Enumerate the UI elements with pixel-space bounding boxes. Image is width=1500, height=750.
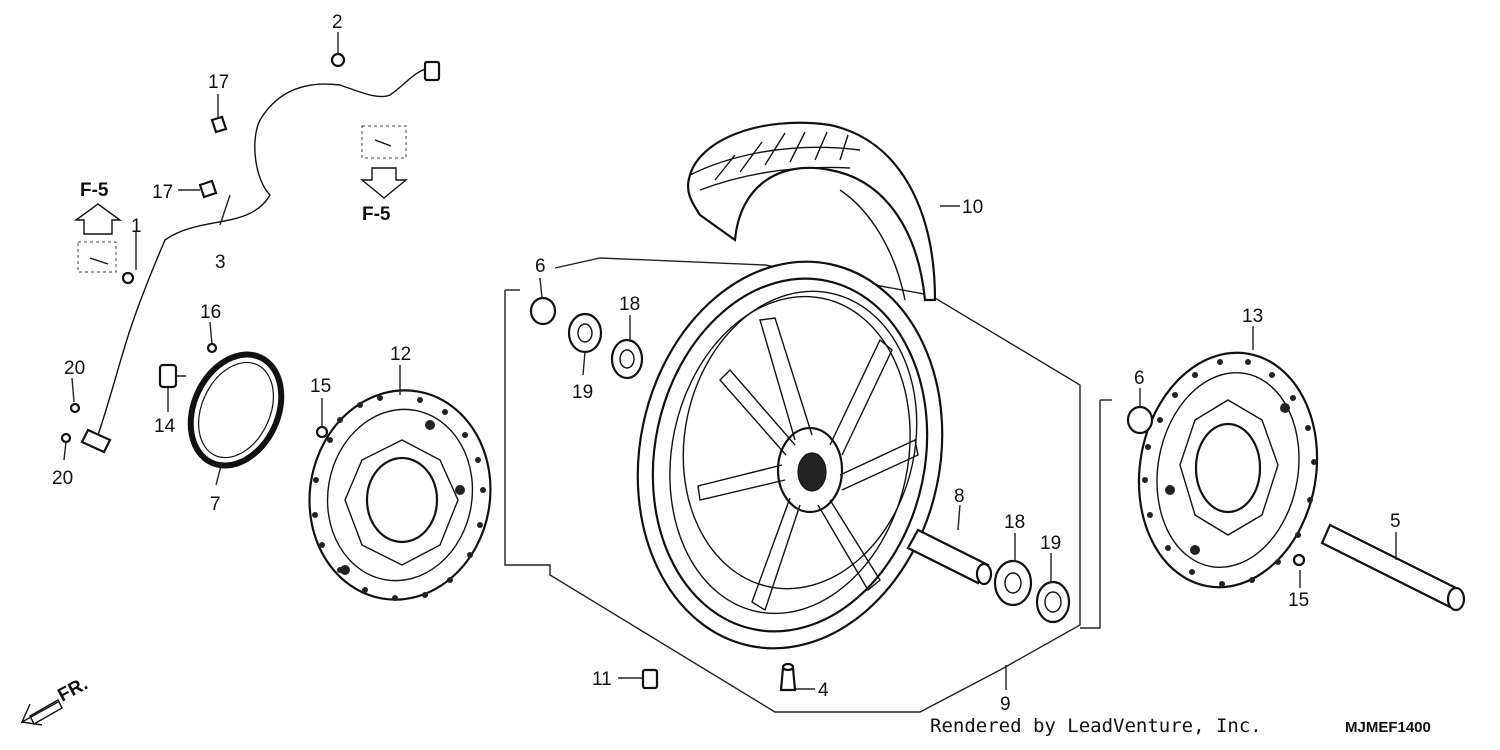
callout-19-right[interactable]: 19 [1040, 533, 1061, 554]
callout-13[interactable]: 13 [1242, 306, 1263, 327]
left-brake-disc[interactable] [293, 376, 507, 614]
callout-3[interactable]: 3 [215, 252, 226, 273]
reference-f5-right-label[interactable]: F-5 [362, 204, 391, 225]
callout-15-left[interactable]: 15 [310, 376, 331, 397]
callout-1[interactable]: 1 [131, 216, 142, 237]
front-direction-arrow [20, 699, 63, 726]
callout-6-left[interactable]: 6 [535, 256, 546, 277]
callout-20-upper[interactable]: 20 [64, 358, 85, 379]
collar-6-left[interactable] [529, 296, 557, 326]
leader-lines [63, 32, 1397, 690]
valve-stem[interactable] [779, 662, 797, 692]
callout-20-lower[interactable]: 20 [52, 468, 73, 489]
reference-f5-right [360, 125, 408, 199]
reference-f5-left-label[interactable]: F-5 [80, 180, 109, 201]
footer-credit: Rendered by LeadVenture, Inc. [930, 715, 1262, 737]
dust-seal-19-right[interactable] [1035, 580, 1071, 624]
bolt-20-lower[interactable] [60, 432, 72, 444]
bolt-14[interactable] [158, 363, 186, 389]
callout-17-lower[interactable]: 17 [152, 182, 173, 203]
bolt-16[interactable] [206, 342, 218, 354]
axle-shaft[interactable] [1320, 523, 1466, 612]
callout-8[interactable]: 8 [954, 486, 965, 507]
balance-weight[interactable] [641, 668, 659, 690]
bearing-18-right[interactable] [993, 559, 1033, 607]
bearing-18-left[interactable] [610, 338, 644, 380]
callout-6-right[interactable]: 6 [1134, 368, 1145, 389]
callout-9[interactable]: 9 [1000, 694, 1011, 715]
callout-16[interactable]: 16 [200, 302, 221, 323]
wheel-rim[interactable] [603, 233, 978, 677]
bolt-15-left[interactable] [315, 425, 329, 439]
callout-17-upper[interactable]: 17 [208, 72, 229, 93]
callout-10[interactable]: 10 [962, 197, 983, 218]
bolt-2[interactable] [330, 52, 346, 68]
callout-18-right[interactable]: 18 [1004, 512, 1025, 533]
pulser-ring[interactable] [173, 340, 298, 481]
diagram-code: MJMEF1400 [1345, 719, 1431, 736]
callout-7[interactable]: 7 [210, 494, 221, 515]
front-direction-label: FR. [54, 674, 91, 707]
callout-2[interactable]: 2 [332, 12, 343, 33]
callout-15-right[interactable]: 15 [1288, 590, 1309, 611]
reference-f5-left [73, 203, 123, 273]
callout-14[interactable]: 14 [154, 416, 176, 437]
wire-grommet-17[interactable] [210, 115, 228, 134]
callout-4[interactable]: 4 [818, 680, 829, 701]
dust-seal-19-left[interactable] [567, 312, 603, 354]
collar-6-right[interactable] [1126, 405, 1154, 435]
callout-19-left[interactable]: 19 [572, 382, 593, 403]
bolt-15-right[interactable] [1292, 553, 1306, 567]
callout-18-left[interactable]: 18 [619, 294, 640, 315]
callout-11[interactable]: 11 [592, 669, 612, 690]
right-brake-disc[interactable] [1121, 339, 1335, 602]
callout-5[interactable]: 5 [1390, 511, 1401, 532]
callout-12[interactable]: 12 [390, 344, 411, 365]
wheel-assembly-outline [504, 257, 1112, 713]
axle-spacer[interactable] [906, 528, 993, 586]
wire-clamp-17[interactable] [198, 179, 218, 199]
bolt-20-upper[interactable] [69, 402, 81, 414]
wheel-speed-sensor-wire[interactable] [80, 60, 441, 454]
bolt-1[interactable] [121, 271, 135, 285]
tire[interactable] [686, 121, 937, 302]
